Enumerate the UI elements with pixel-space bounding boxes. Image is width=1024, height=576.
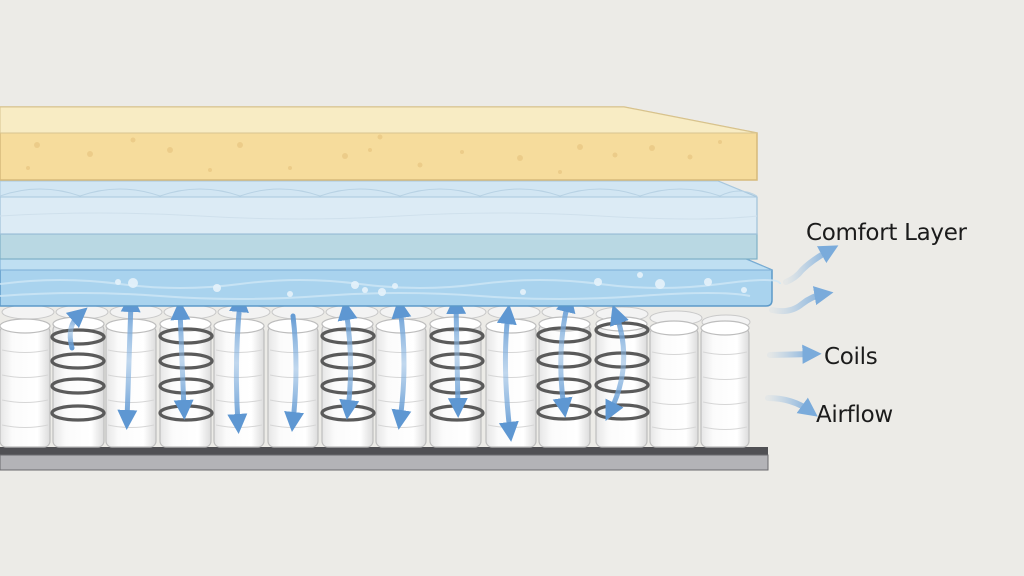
coils-arrow xyxy=(767,344,822,364)
comfort-layer-arrow xyxy=(783,245,839,285)
airflow-arrow xyxy=(227,292,249,434)
airflow-arrow xyxy=(170,300,194,420)
airflow-arrow xyxy=(391,298,412,430)
label-arrows xyxy=(765,245,839,417)
mattress-base xyxy=(0,447,769,471)
transition-layer xyxy=(0,233,758,260)
airflow-arrow xyxy=(446,294,468,418)
pocket-coil xyxy=(649,320,699,448)
airflow-arrow xyxy=(337,300,360,420)
airflow-arrow xyxy=(284,313,305,432)
airflow-arrow xyxy=(496,304,519,442)
airflow-label: Airflow xyxy=(816,402,893,428)
gel-bubbles xyxy=(115,272,747,297)
airflow-arrow xyxy=(605,304,629,421)
airflow-arrow xyxy=(552,292,576,418)
gel-layer xyxy=(0,258,781,307)
foam-pores xyxy=(26,134,722,174)
foam-top-layer xyxy=(0,106,758,181)
airflow-label-arrow xyxy=(765,395,818,417)
pocket-coil xyxy=(0,318,51,448)
airflow-arrows xyxy=(65,292,629,442)
quilted-layer xyxy=(0,180,758,235)
pocket-coil xyxy=(700,320,750,448)
airflow-arrow xyxy=(117,292,141,430)
comfort-layer-label: Comfort Layer xyxy=(806,220,967,246)
spring-coil xyxy=(50,328,106,422)
comfort-layer-arrow-2 xyxy=(769,286,834,315)
coils-label: Coils xyxy=(824,344,878,370)
airflow-arrow xyxy=(65,307,88,351)
